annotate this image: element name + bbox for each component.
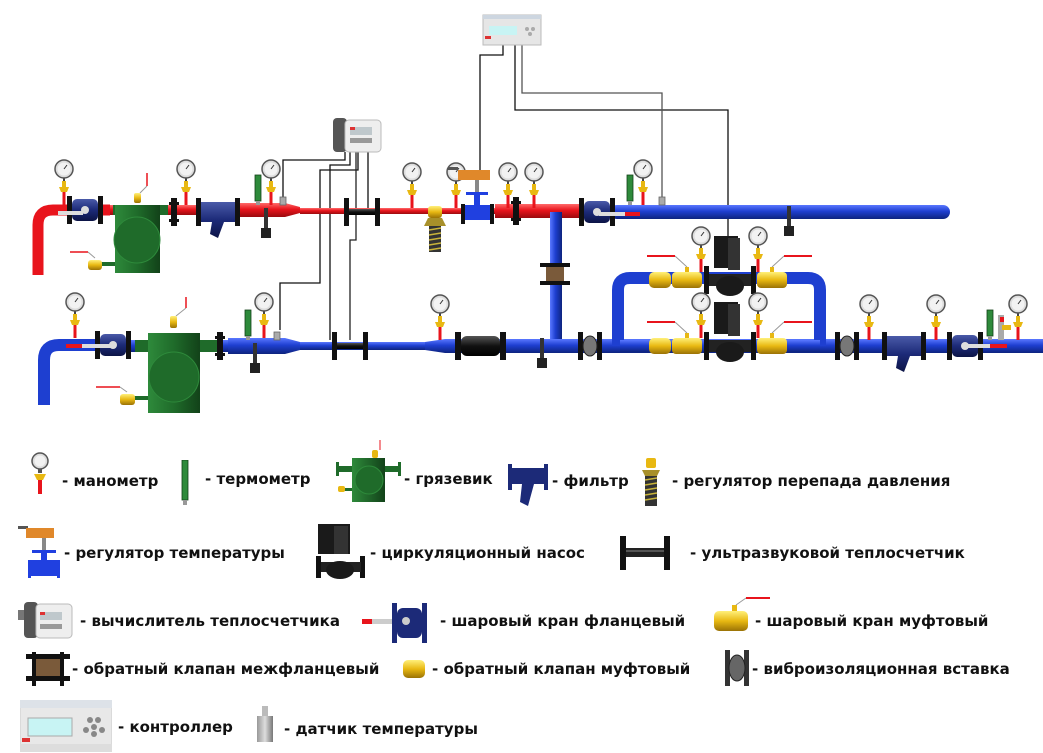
return-filter <box>882 332 926 372</box>
return-safety-valve <box>998 315 1011 340</box>
return-vibration-insert-2 <box>834 331 860 361</box>
return-gauge-5 <box>925 293 947 342</box>
legend-label-threaded-ball-valve: - шаровый кран муфтовый <box>755 612 989 630</box>
supply-thermometer <box>254 174 262 206</box>
return-gauge-6 <box>1007 293 1029 342</box>
legend-label-temp-regulator: - регулятор температуры <box>64 544 285 562</box>
temp-regulator <box>448 167 494 224</box>
legend-label-mud-trap: - грязевик <box>404 470 493 488</box>
dp-regulator <box>424 206 446 252</box>
supply-temp-sensor <box>279 196 287 206</box>
thermometer-icon <box>181 460 189 505</box>
wafer-check-valve-icon <box>26 652 70 686</box>
legend-label-circ-pump: - циркуляционный насос <box>370 544 585 562</box>
supply-gauge-2 <box>175 158 197 207</box>
legend-label-ultrasonic-meter: - ультразвуковой теплосчетчик <box>690 544 965 562</box>
return-vibration-insert-1 <box>577 331 603 361</box>
return-gauge-2 <box>253 291 275 340</box>
supply-outlet-pipe <box>610 205 950 219</box>
controller-icon <box>20 700 112 752</box>
heating-scheme <box>32 14 1043 413</box>
return-gauge-3 <box>429 293 451 342</box>
controller-device <box>482 14 542 46</box>
legend-label-vibration-insert: - виброизоляционная вставка <box>752 660 1010 678</box>
temp-regulator-icon <box>18 526 60 578</box>
legend-label-pressure-gauge: - манометр <box>62 472 159 490</box>
legend-label-heat-calculator: - вычислитель теплосчетчика <box>80 612 340 630</box>
return-gauge-1 <box>64 291 86 340</box>
supply-inlet-ball-valve <box>58 196 103 224</box>
upper-pump-loop <box>646 225 813 296</box>
threaded-ball-valve-icon <box>714 597 770 631</box>
supply-gauge-3 <box>260 158 282 207</box>
heat-calculator-device <box>333 118 382 153</box>
return-thermometer <box>244 309 252 341</box>
outdoor-temp-sensor <box>658 196 666 206</box>
supply-ultrasonic-meter <box>344 198 380 226</box>
return-temp-sensor <box>273 331 281 341</box>
vibration-insert-icon <box>725 650 749 686</box>
supply-gauge-8 <box>632 158 654 207</box>
threaded-check-valve-icon <box>403 660 425 678</box>
legend-label-flanged-ball-valve: - шаровый кран фланцевый <box>440 612 686 630</box>
signal-wires <box>279 43 729 340</box>
supply-outlet-ball-valve <box>579 198 640 226</box>
supply-mud-trap <box>70 173 168 273</box>
supply-gauge-4 <box>401 161 423 210</box>
bypass-check-valve <box>540 263 570 285</box>
legend-label-thermometer: - термометр <box>205 470 311 488</box>
supply-gauge-7 <box>523 161 545 210</box>
temp-sensor-icon <box>257 706 273 742</box>
heat-calculator-icon <box>18 602 73 639</box>
pressure-gauge-icon <box>31 452 49 494</box>
return-inlet-ball-valve <box>66 331 131 359</box>
circ-pump-icon <box>316 524 365 579</box>
mud-trap-icon <box>336 440 401 502</box>
ultrasonic-meter-icon <box>620 536 670 570</box>
return-gauge-4 <box>858 293 880 342</box>
legend-label-controller: - контроллер <box>118 718 233 736</box>
flanged-ball-valve-icon <box>362 603 427 643</box>
return-mud-trap <box>96 297 220 413</box>
legend-label-temp-sensor: - датчик температуры <box>284 720 478 738</box>
legend-label-dp-regulator: - регулятор перепада давления <box>672 472 951 490</box>
return-thermometer-2 <box>986 309 994 341</box>
legend-label-filter: - фильтр <box>552 472 629 490</box>
supply-thermometer-2 <box>626 174 634 206</box>
return-outlet-ball-valve <box>947 332 1007 360</box>
supply-filter <box>196 198 240 238</box>
return-check-valve <box>455 332 506 360</box>
legend-label-threaded-check-valve: - обратный клапан муфтовый <box>432 660 691 678</box>
legend-label-wafer-check-valve: - обратный клапан межфланцевый <box>72 660 380 678</box>
dp-regulator-icon <box>642 458 660 506</box>
filter-icon <box>508 464 548 506</box>
